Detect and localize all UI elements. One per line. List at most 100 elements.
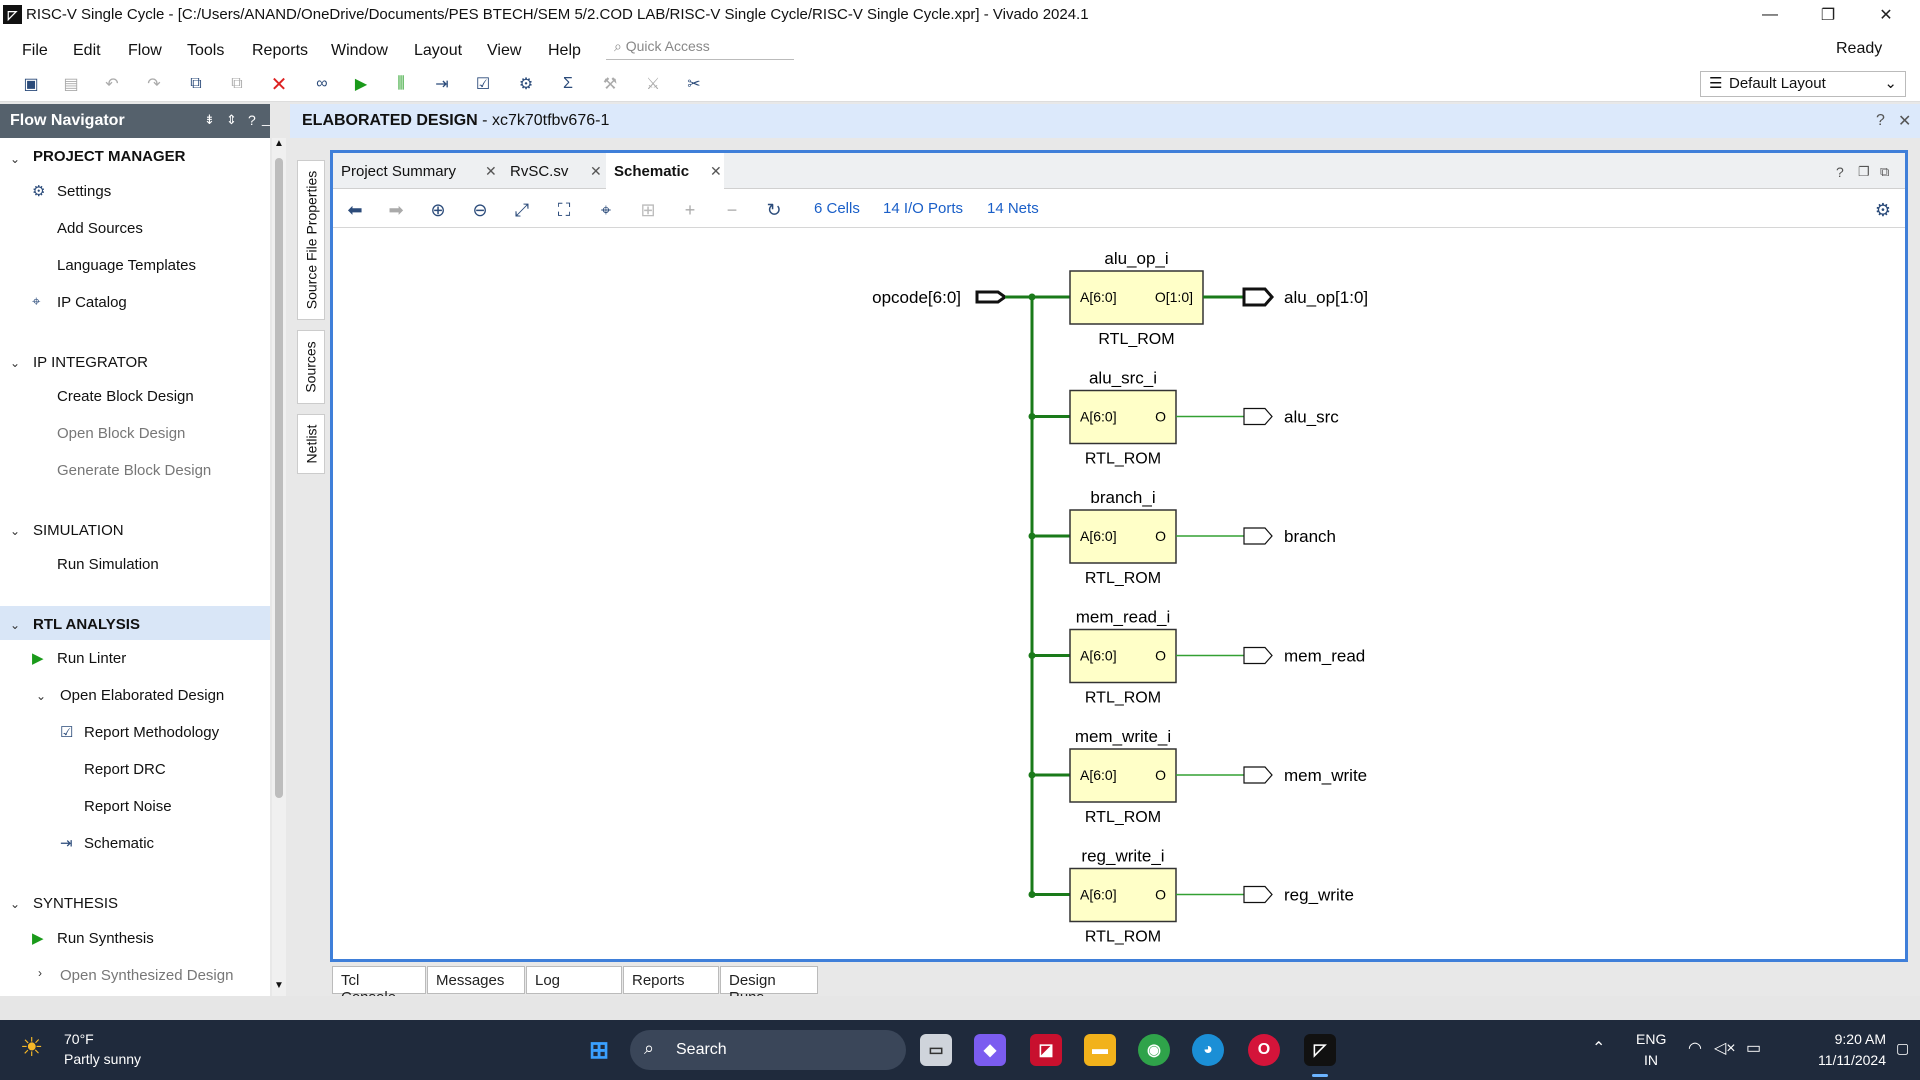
tab-design-runs[interactable]: Design Runs — [720, 966, 818, 1006]
tab-source-file-properties[interactable]: Source File Properties — [297, 160, 325, 320]
section-rtl-analysis[interactable]: RTL ANALYSIS — [33, 616, 140, 633]
nets-link[interactable]: 14 Nets — [987, 200, 1039, 217]
menu-tools[interactable]: Tools — [187, 42, 225, 59]
copy-icon[interactable]: ⧉ — [190, 75, 202, 92]
run-implementation-icon[interactable]: ⇥ — [435, 76, 449, 93]
open-project-icon[interactable]: ▣ — [23, 76, 39, 93]
output-port[interactable] — [1243, 527, 1273, 545]
zoom-area-icon[interactable]: ⛶ — [557, 199, 571, 220]
collapse-minus-icon[interactable]: − — [726, 199, 738, 220]
binoculars-icon[interactable]: ∞ — [316, 75, 328, 92]
tab-project-summary[interactable]: Project Summary✕ — [341, 162, 497, 180]
close-window-button[interactable]: ✕ — [1879, 7, 1893, 24]
close-tab-icon[interactable]: ✕ — [590, 163, 602, 179]
weather-desc[interactable]: Partly sunny — [64, 1051, 142, 1067]
windows-start-icon[interactable]: ⊞ — [588, 1036, 610, 1064]
cell-icon[interactable]: ⊞ — [640, 199, 656, 220]
zoom-fit-icon[interactable]: ⤢ — [514, 199, 530, 220]
edge-icon[interactable]: ◕ — [1192, 1034, 1224, 1066]
forward-arrow-icon[interactable]: ➡ — [388, 199, 404, 220]
section-ip-integrator[interactable]: IP INTEGRATOR — [33, 354, 149, 371]
opera-icon[interactable]: O — [1248, 1034, 1280, 1066]
help-icon[interactable]: ? — [1876, 112, 1885, 129]
nav-ip-catalog[interactable]: IP Catalog — [57, 294, 127, 311]
weather-icon[interactable]: ☀ — [20, 1032, 44, 1062]
output-port[interactable] — [1242, 287, 1274, 307]
expand-plus-icon[interactable]: + — [684, 199, 696, 220]
run-synthesis-icon[interactable]: ⫼ — [397, 75, 405, 92]
rtl-rom-box[interactable] — [1069, 270, 1204, 325]
report-icon[interactable]: ☑ — [475, 76, 491, 93]
rtl-rom-box[interactable] — [1069, 389, 1177, 445]
unlink-icon[interactable]: ✂ — [687, 76, 701, 93]
output-port[interactable] — [1243, 646, 1273, 665]
tab-sources[interactable]: Sources — [297, 330, 325, 404]
nav-report-drc[interactable]: Report DRC — [84, 761, 166, 778]
scroll-down-icon[interactable]: ▼ — [274, 980, 284, 991]
chevron-right-icon[interactable]: › — [38, 966, 42, 980]
chevron-down-icon[interactable]: ⌄ — [10, 524, 21, 538]
scrollbar-thumb[interactable] — [275, 158, 283, 798]
lang-in[interactable]: IN — [1644, 1052, 1658, 1068]
tab-log[interactable]: Log — [526, 966, 622, 994]
settings-gear-icon[interactable]: ⚙ — [1874, 199, 1892, 220]
chevron-down-icon[interactable]: ⌄ — [10, 618, 21, 632]
task-view-icon[interactable]: ▭ — [920, 1034, 952, 1066]
layout-select[interactable]: ☰ Default Layout ⌄ — [1700, 71, 1906, 97]
refresh-icon[interactable]: ↻ — [766, 199, 782, 220]
output-port[interactable] — [1243, 766, 1273, 784]
notification-icon[interactable]: ▢ — [1896, 1040, 1910, 1056]
rtl-rom-box[interactable] — [1069, 748, 1177, 803]
menu-view[interactable]: View — [487, 42, 522, 59]
minimize-panel-icon[interactable]: _ — [262, 110, 270, 126]
menu-help[interactable]: Help — [548, 42, 581, 59]
tab-messages[interactable]: Messages — [427, 966, 525, 994]
taskbar-search[interactable]: ⌕ Search — [630, 1030, 906, 1070]
schematic-canvas[interactable]: opcode[6:0] alu_op_iA[6:0]O[1:0]RTL_ROMa… — [333, 229, 1905, 959]
nav-add-sources[interactable]: Add Sources — [57, 220, 143, 237]
section-synthesis[interactable]: SYNTHESIS — [33, 895, 119, 912]
clock-date[interactable]: 11/11/2024 — [1818, 1052, 1886, 1068]
nav-report-methodology[interactable]: Report Methodology — [84, 724, 220, 741]
close-icon[interactable]: ✕ — [1898, 113, 1912, 130]
zoom-in-icon[interactable]: ⊕ — [430, 199, 446, 220]
tab-rvsc-sv[interactable]: RvSC.sv✕ — [510, 162, 602, 180]
nav-open-block-design[interactable]: Open Block Design — [57, 425, 186, 442]
wifi-icon[interactable]: ◠ — [1688, 1040, 1702, 1057]
chevron-down-icon[interactable]: ⌄ — [36, 689, 47, 703]
close-tab-icon[interactable]: ✕ — [710, 163, 722, 179]
menu-file[interactable]: File — [22, 42, 48, 59]
sigma-icon[interactable]: Σ — [563, 75, 573, 92]
navigator-scrollbar[interactable]: ▲ ▼ — [272, 138, 286, 996]
back-arrow-icon[interactable]: ⬅ — [347, 199, 363, 220]
redo-icon[interactable]: ↷ — [147, 76, 161, 93]
output-port[interactable] — [1243, 407, 1273, 426]
chevron-up-icon[interactable]: ⌃ — [1592, 1040, 1606, 1057]
battery-icon[interactable]: ▭ — [1746, 1040, 1762, 1057]
expand-all-icon[interactable]: ⇕ — [226, 112, 237, 127]
io-ports-link[interactable]: 14 I/O Ports — [883, 200, 964, 217]
restore-panel-icon[interactable]: ❐ — [1858, 164, 1870, 179]
quick-access-input[interactable]: ⌕ Quick Access — [606, 38, 794, 60]
nav-schematic[interactable]: Schematic — [84, 835, 155, 852]
menu-flow[interactable]: Flow — [128, 42, 162, 59]
nav-language-templates[interactable]: Language Templates — [57, 257, 196, 274]
cells-count-link[interactable]: 6 Cells — [814, 200, 860, 217]
clock-time[interactable]: 9:20 AM — [1834, 1031, 1886, 1047]
tab-netlist[interactable]: Netlist — [297, 414, 325, 474]
rtl-rom-box[interactable] — [1069, 628, 1177, 684]
run-icon[interactable]: ▶ — [354, 76, 368, 93]
nav-run-simulation[interactable]: Run Simulation — [57, 556, 159, 573]
settings-gear-icon[interactable]: ⚙ — [518, 76, 534, 93]
nav-run-synthesis[interactable]: Run Synthesis — [57, 930, 154, 947]
tab-tcl-console[interactable]: Tcl Console — [332, 966, 426, 1006]
copilot-icon[interactable]: ◆ — [974, 1034, 1006, 1066]
minimize-button[interactable]: — — [1762, 6, 1778, 23]
nav-open-synthesized-design[interactable]: Open Synthesized Design — [60, 967, 234, 984]
vivado-taskbar-icon[interactable]: ◸ — [1304, 1034, 1336, 1066]
scroll-up-icon[interactable]: ▲ — [274, 138, 284, 149]
paste-icon[interactable]: ⧉ — [231, 75, 243, 92]
